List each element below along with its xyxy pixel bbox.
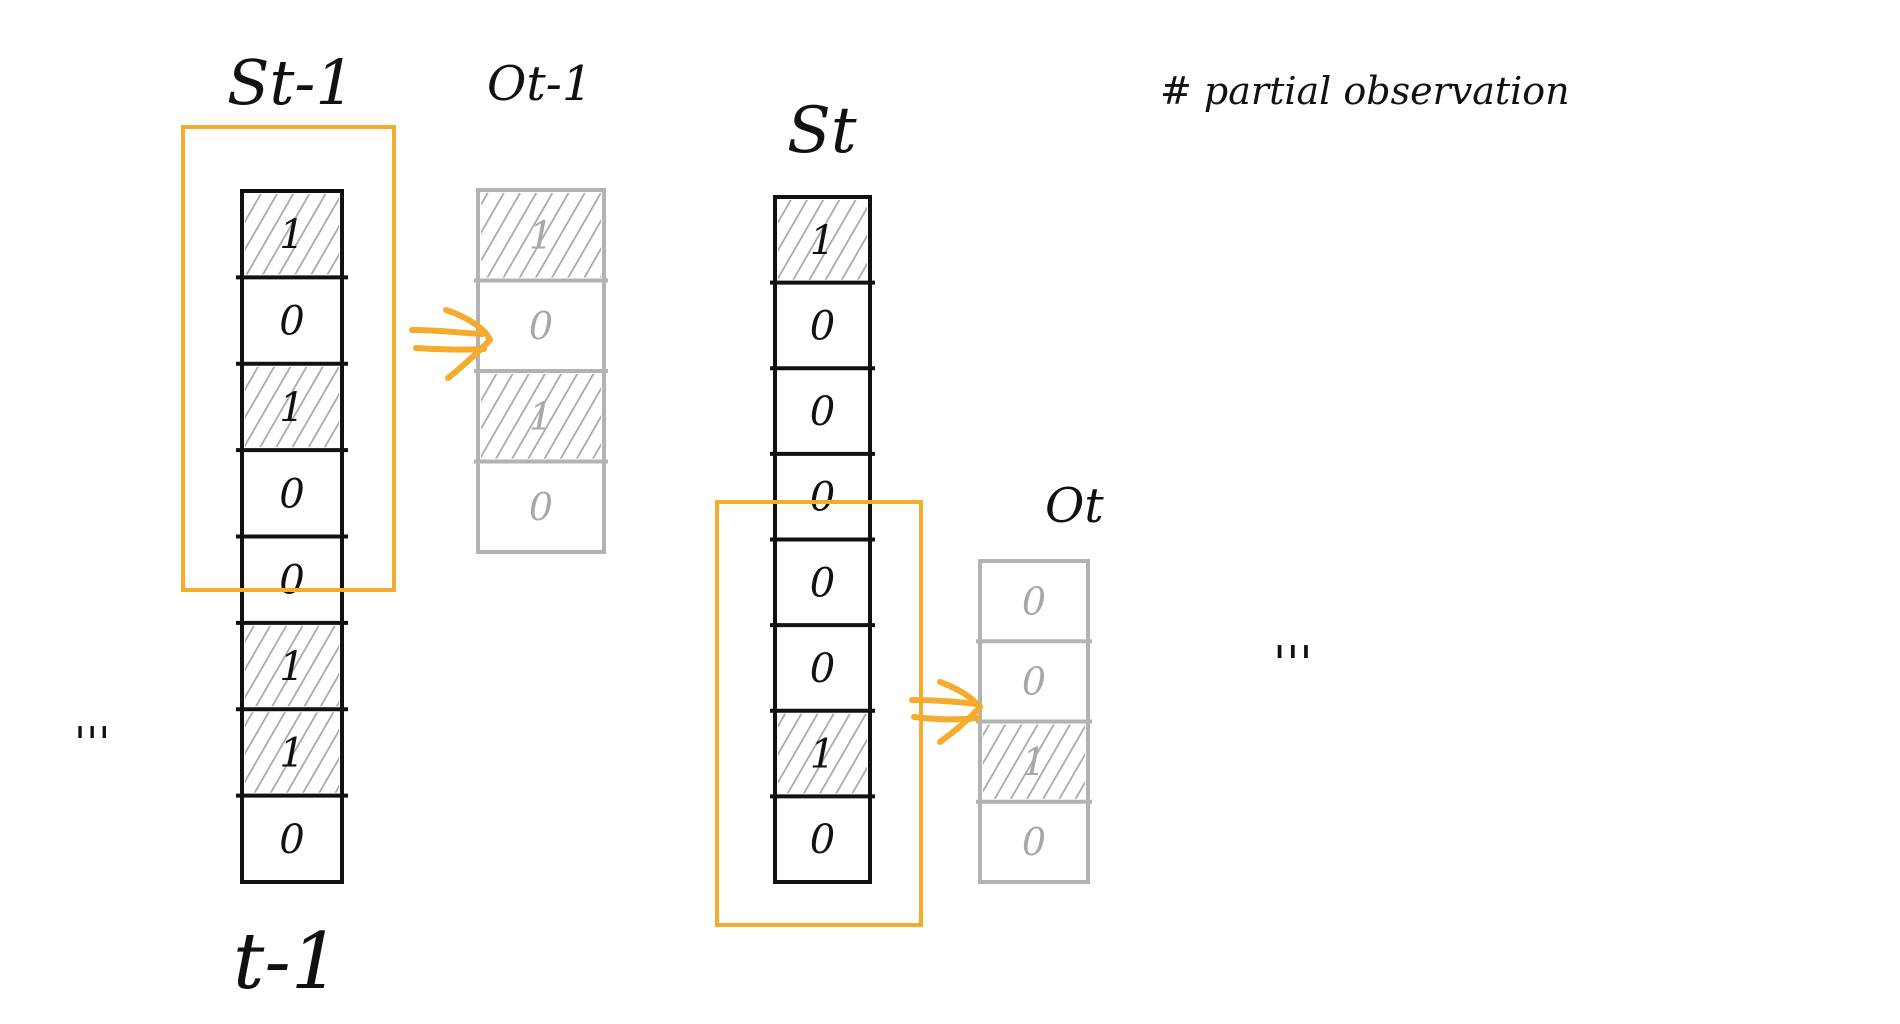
observation-window-prev: [181, 125, 396, 592]
obs_curr-frame: [978, 559, 1090, 884]
state_prev-cell-hatch: [245, 712, 339, 793]
state_prev-cell-value: 0: [279, 817, 304, 863]
obs_prev-cell-value: 1: [529, 395, 553, 439]
state_curr-cell-hatch: [778, 713, 867, 794]
observation-window-curr: [715, 500, 923, 927]
partial-observation-note: # partial observation: [1160, 69, 1570, 113]
obs_curr-cell-hatch: [983, 724, 1085, 799]
obs-curr-vector: 0 0 1 0: [976, 559, 1092, 884]
state_curr-cell-hatch: [778, 200, 867, 280]
obs_curr-cell-value: 0: [1022, 660, 1046, 704]
state_prev-cell-hatch: [245, 366, 339, 448]
state-curr-label: St: [787, 94, 857, 168]
state_curr-cell-value: 0: [810, 560, 835, 606]
state_curr-cell-value: 1: [810, 218, 835, 264]
state_curr-cell-value: 0: [810, 475, 835, 521]
state_curr-frame: [773, 195, 872, 884]
state_curr-cell-value: 0: [810, 303, 835, 349]
obs_curr-cell-value: 0: [1022, 579, 1046, 623]
obs_prev-cell-value: 0: [529, 304, 553, 348]
state_prev-cell-value: 1: [279, 212, 304, 258]
state-prev-vector: 1 0 1 0 0 1 1 0: [236, 189, 348, 884]
observe-arrow-prev: [409, 307, 493, 381]
obs_prev-cell-hatch: [481, 193, 601, 278]
obs_curr-cell-value: 0: [1022, 820, 1046, 864]
ellipsis-right: ''': [1273, 636, 1313, 692]
state_prev-cell-value: 1: [279, 730, 304, 776]
state_curr-cell-value: 0: [810, 646, 835, 692]
state_prev-cell-hatch: [245, 194, 339, 275]
ellipsis-left: ''': [74, 718, 110, 769]
time-prev-label: t-1: [233, 917, 340, 1007]
obs-prev-vector: 1 0 1 0: [474, 188, 608, 554]
state_curr-cell-value: 0: [810, 817, 835, 863]
obs_prev-cell-hatch: [481, 374, 601, 459]
state_prev-cell-value: 0: [279, 471, 304, 517]
state_prev-cell-value: 0: [279, 558, 304, 604]
state_curr-cell-value: 0: [810, 389, 835, 435]
obs_curr-cell-value: 1: [1022, 740, 1046, 784]
state_prev-cell-value: 1: [279, 385, 304, 431]
state_prev-cell-value: 0: [279, 299, 304, 345]
state_curr-cell-value: 1: [810, 732, 835, 778]
obs_prev-cell-value: 0: [529, 485, 553, 529]
obs-prev-label: Ot-1: [487, 56, 592, 112]
state-prev-label: St-1: [227, 46, 355, 119]
obs-curr-label: Ot: [1045, 478, 1104, 534]
state_prev-cell-hatch: [245, 625, 339, 707]
state-curr-vector: 1 0 0 0 0 0 1 0: [770, 195, 875, 884]
observe-arrow-curr: [909, 679, 983, 745]
obs_prev-frame: [476, 188, 606, 554]
state_prev-cell-value: 1: [279, 644, 304, 690]
state_prev-frame: [240, 189, 344, 884]
obs_prev-cell-value: 1: [529, 214, 553, 258]
